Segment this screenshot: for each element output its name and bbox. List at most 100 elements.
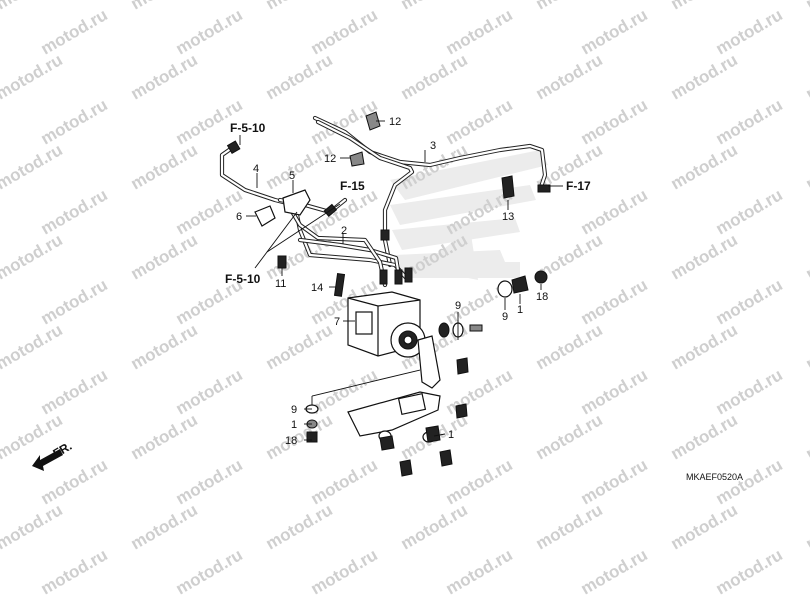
watermark-text: motod.ru	[668, 410, 741, 463]
watermark-text: motod.ru	[38, 455, 111, 508]
watermark-text: motod.ru	[173, 185, 246, 238]
part-label-4: 4	[253, 163, 259, 175]
watermark-text: motod.ru	[803, 230, 810, 283]
watermark-text: motod.ru	[533, 50, 606, 103]
part-label-18-right: 18	[536, 291, 548, 303]
watermark-text: motod.ru	[803, 0, 810, 13]
abs-modulator	[347, 291, 426, 358]
watermark-text: motod.ru	[0, 140, 66, 193]
ref-f-5-10-left: F-5-10	[225, 272, 261, 286]
leader-lines	[239, 120, 563, 441]
watermark-text: motod.ru	[128, 140, 201, 193]
watermark-text: motod.ru	[443, 545, 516, 598]
part-label-12-mid: 12	[324, 153, 336, 165]
part-label-1-right: 1	[517, 304, 523, 316]
watermark-text: motod.ru	[803, 50, 810, 103]
watermark-text: motod.ru	[713, 545, 786, 598]
watermark-text: motod.ru	[263, 0, 336, 13]
watermark-text: motod.ru	[713, 5, 786, 58]
watermark-text: motod.ru	[668, 50, 741, 103]
part-label-13: 13	[502, 211, 514, 223]
stay-bracket	[347, 335, 441, 443]
watermark-text: motod.ru	[533, 320, 606, 373]
watermark-text: motod.ru	[668, 0, 741, 13]
watermark-text: motod.ru	[173, 545, 246, 598]
watermark-text: motod.ru	[668, 320, 741, 373]
watermark-text: motod.ru	[128, 500, 201, 553]
watermark-text: motod.ru	[263, 410, 336, 463]
watermark-text: motod.ru	[38, 95, 111, 148]
watermark-text: motod.ru	[0, 320, 66, 373]
watermark-text: motod.ru	[38, 5, 111, 58]
part-label-9-left: 9	[291, 404, 297, 416]
watermark-text: motod.ru	[398, 0, 471, 13]
watermark-text: motod.ru	[713, 365, 786, 418]
ref-f-5-10-top: F-5-10	[230, 121, 266, 135]
watermark-text: motod.ru	[263, 320, 336, 373]
watermark-text: motod.ru	[578, 5, 651, 58]
watermark-text: motod.ru	[398, 500, 471, 553]
part-label-18-left: 18	[285, 435, 297, 447]
watermark-text: motod.ru	[38, 545, 111, 598]
watermark-text: motod.ru	[128, 320, 201, 373]
watermark-text: motod.ru	[128, 0, 201, 13]
ref-f-17: F-17	[566, 179, 591, 193]
watermark-text: motod.ru	[263, 500, 336, 553]
fasteners	[305, 357, 469, 477]
ref-f-15: F-15	[340, 179, 365, 193]
watermark-text: motod.ru	[533, 500, 606, 553]
watermark-text: motod.ru	[308, 5, 381, 58]
front-direction-arrow: FR.	[32, 439, 74, 471]
watermark-text: motod.ru	[803, 320, 810, 373]
watermark-text: motod.ru	[578, 545, 651, 598]
part-label-1-bottom: 1	[448, 429, 454, 441]
watermark-text: motod.ru	[668, 140, 741, 193]
watermark-text: motod.ru	[38, 365, 111, 418]
watermark-text: motod.ru	[128, 410, 201, 463]
part-label-14: 14	[311, 282, 323, 294]
watermark-text: motod.ru	[668, 500, 741, 553]
watermark-text: motod.ru	[173, 365, 246, 418]
watermark-text: motod.ru	[803, 410, 810, 463]
part-label-5: 5	[289, 170, 295, 182]
watermark-text: motod.ru	[443, 5, 516, 58]
watermark-text: motod.ru	[713, 95, 786, 148]
watermark-text: motod.ru	[443, 95, 516, 148]
watermark-text: motod.ru	[713, 185, 786, 238]
diagram-code: MKAEF0520A	[686, 472, 743, 482]
watermark-text: motod.ru	[308, 455, 381, 508]
watermark-text: motod.ru	[0, 0, 66, 13]
watermark-text: motod.ru	[398, 50, 471, 103]
part-label-3: 3	[430, 140, 436, 152]
part-label-6: 6	[236, 211, 242, 223]
clip-part-12	[349, 111, 381, 167]
watermark-text: motod.ru	[443, 455, 516, 508]
watermark-text: motod.ru	[578, 95, 651, 148]
watermark-text: motod.ru	[578, 365, 651, 418]
watermark-text: motod.ru	[173, 455, 246, 508]
part-label-9-right: 9	[502, 311, 508, 323]
watermark-text: motod.ru	[0, 50, 66, 103]
sensor-part-14	[333, 272, 346, 297]
part-label-7: 7	[334, 316, 340, 328]
wing-logo-watermark	[390, 150, 548, 280]
bolt-part-11	[277, 255, 287, 269]
watermark-text: motod.ru	[713, 275, 786, 328]
watermark-text: motod.ru	[308, 545, 381, 598]
watermark-text: motod.ru	[128, 230, 201, 283]
part-label-12-top: 12	[389, 116, 401, 128]
watermark-text: motod.ru	[263, 140, 336, 193]
watermark-text: motod.ru	[173, 5, 246, 58]
watermark-text: motod.ru	[533, 410, 606, 463]
watermark-text: motod.ru	[668, 230, 741, 283]
watermark-text: motod.ru	[443, 365, 516, 418]
part-label-11: 11	[275, 278, 286, 290]
watermark-text: motod.ru	[578, 455, 651, 508]
watermark-text: motod.ru	[803, 140, 810, 193]
watermark-text: motod.ru	[38, 275, 111, 328]
watermark-text: motod.ru	[0, 500, 66, 553]
watermark-text: motod.ru	[533, 0, 606, 13]
watermark-text: motod.ru	[0, 230, 66, 283]
watermark-text: motod.ru	[128, 50, 201, 103]
